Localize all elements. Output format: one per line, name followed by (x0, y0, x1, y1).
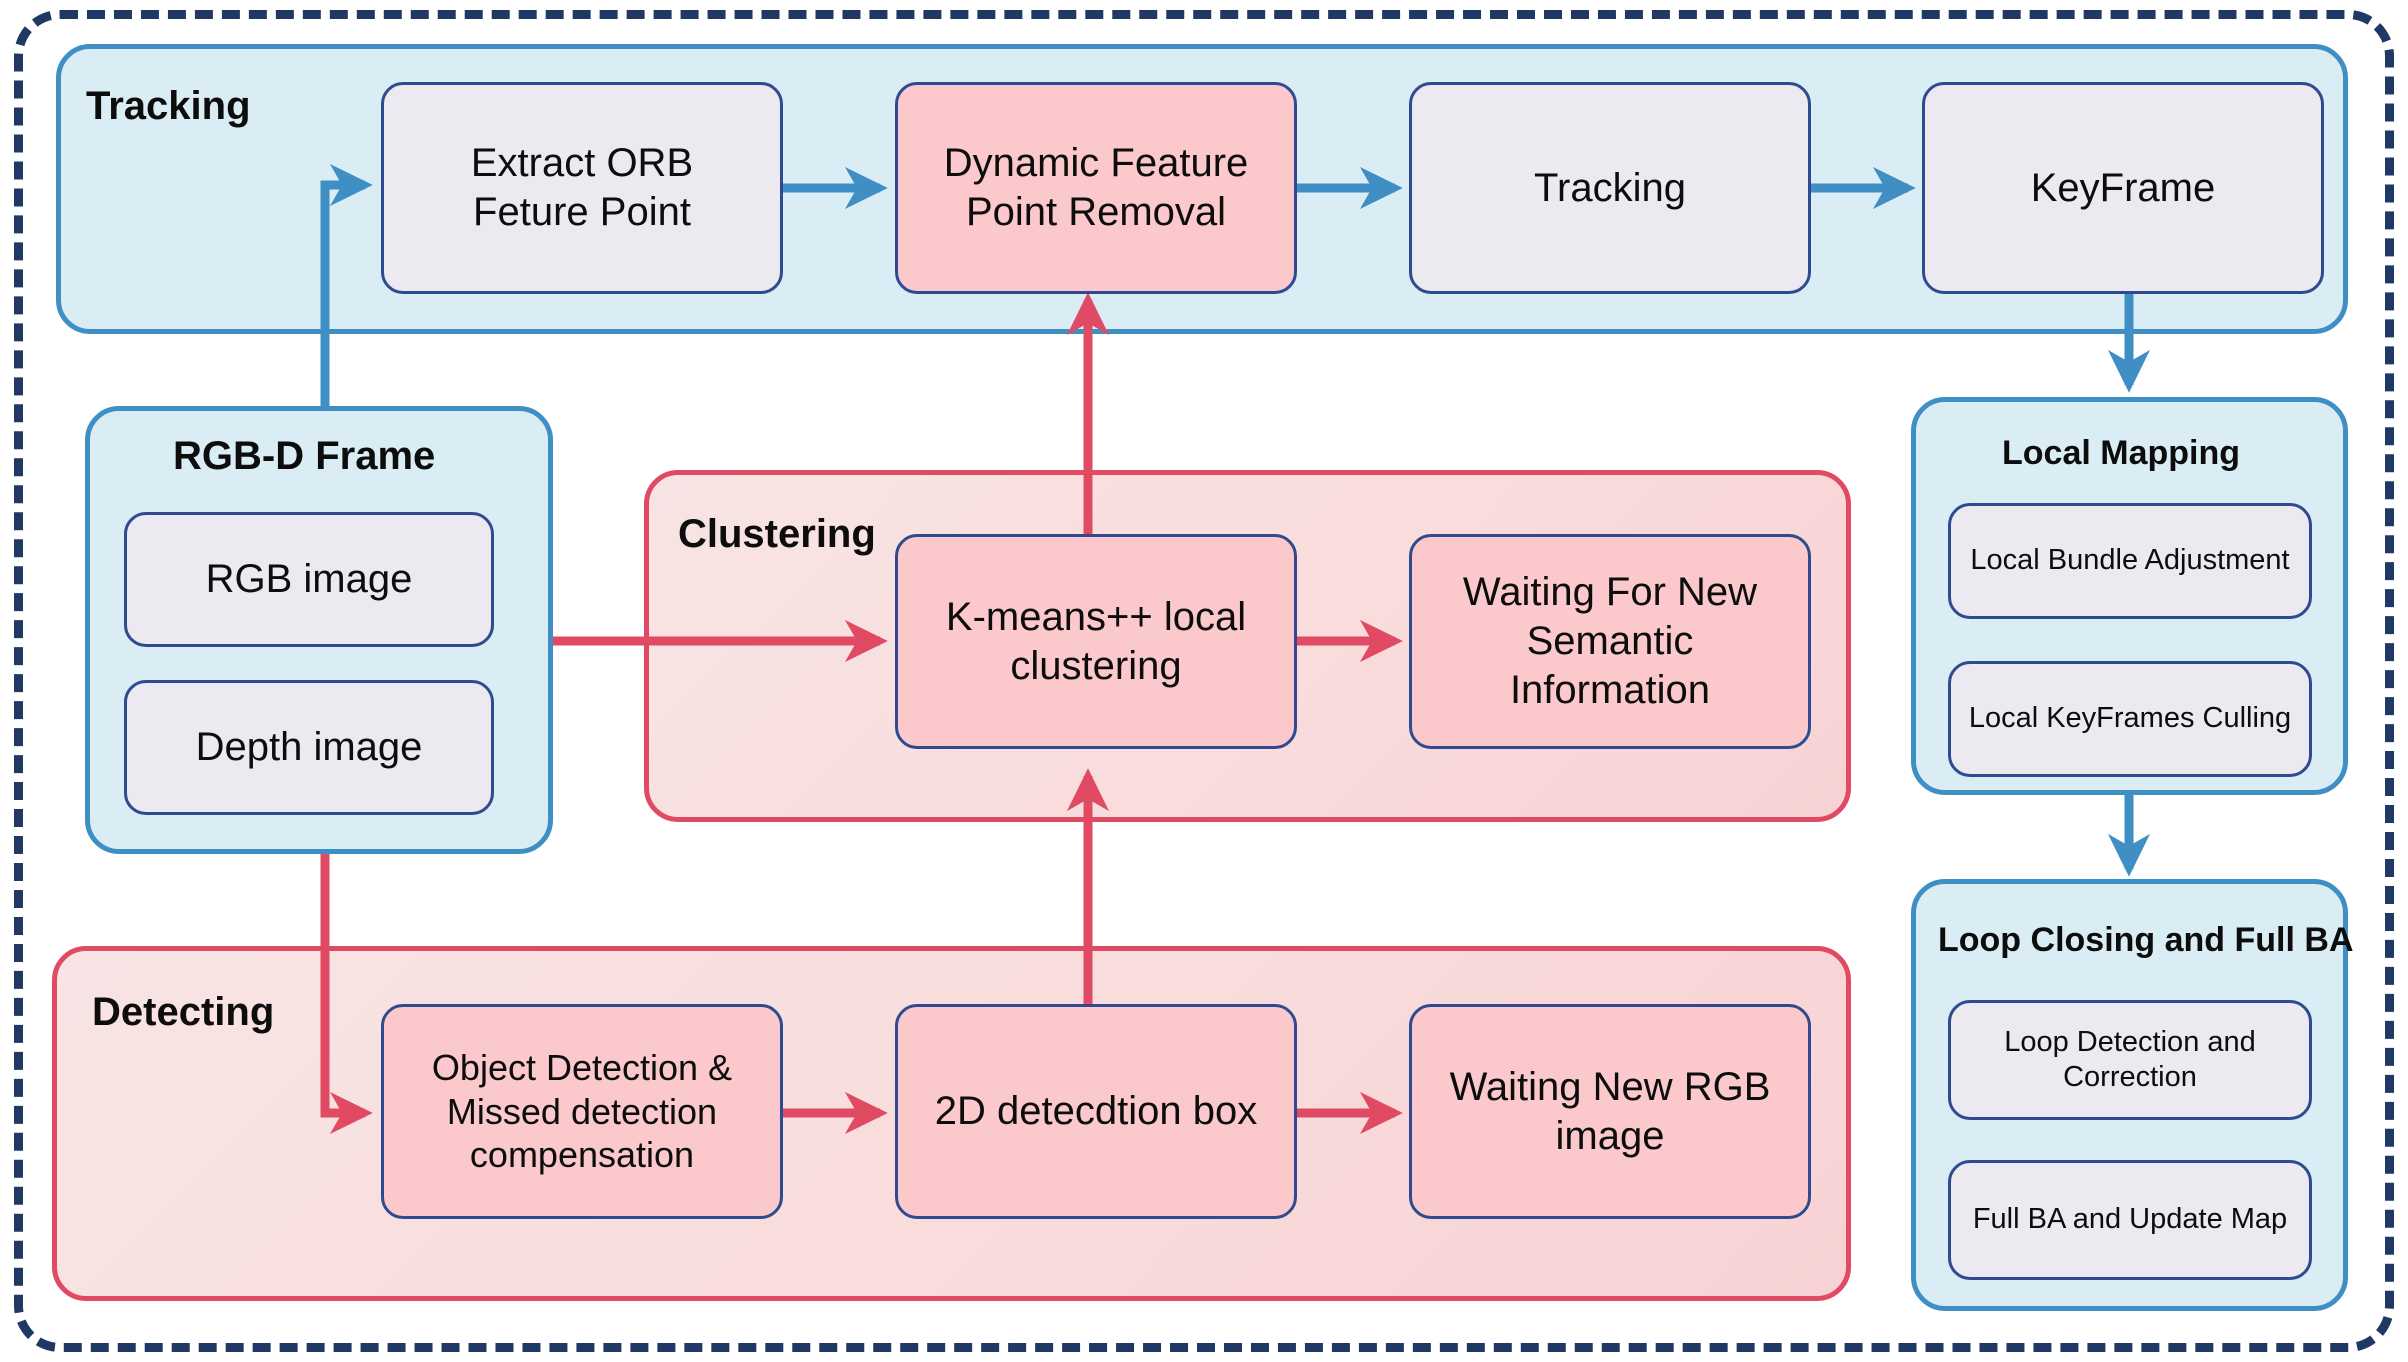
box-2d-detection-box[interactable]: 2D detecdtion box (895, 1004, 1297, 1219)
box-depth-image[interactable]: Depth image (124, 680, 494, 815)
box-keyframe[interactable]: KeyFrame (1922, 82, 2324, 294)
box-local-keyframes-culling[interactable]: Local KeyFrames Culling (1948, 661, 2312, 777)
panel-title-local-mapping: Local Mapping (2002, 434, 2240, 472)
box-waiting-for-new-semantic-information[interactable]: Waiting For New Semantic Information (1409, 534, 1811, 749)
box-tracking[interactable]: Tracking (1409, 82, 1811, 294)
box-extract-orb-feature-point[interactable]: Extract ORB Feture Point (381, 82, 783, 294)
box-rgb-image[interactable]: RGB image (124, 512, 494, 647)
box-dynamic-feature-point-removal[interactable]: Dynamic Feature Point Removal (895, 82, 1297, 294)
box-waiting-new-rgb-image[interactable]: Waiting New RGB image (1409, 1004, 1811, 1219)
outer-dashed-frame (14, 10, 2394, 1352)
panel-title-detecting: Detecting (92, 990, 275, 1034)
panel-title-tracking: Tracking (86, 84, 251, 128)
box-local-bundle-adjustment[interactable]: Local Bundle Adjustment (1948, 503, 2312, 619)
panel-title-clustering: Clustering (678, 512, 876, 556)
box-object-detection-missed-detection-compensation[interactable]: Object Detection & Missed detection comp… (381, 1004, 783, 1219)
box-loop-detection-and-correction[interactable]: Loop Detection and Correction (1948, 1000, 2312, 1120)
panel-title-loop-closing: Loop Closing and Full BA (1938, 921, 2354, 959)
box-full-ba-and-update-map[interactable]: Full BA and Update Map (1948, 1160, 2312, 1280)
panel-title-rgbd-frame: RGB-D Frame (173, 434, 436, 478)
box-kmeans-local-clustering[interactable]: K-means++ local clustering (895, 534, 1297, 749)
